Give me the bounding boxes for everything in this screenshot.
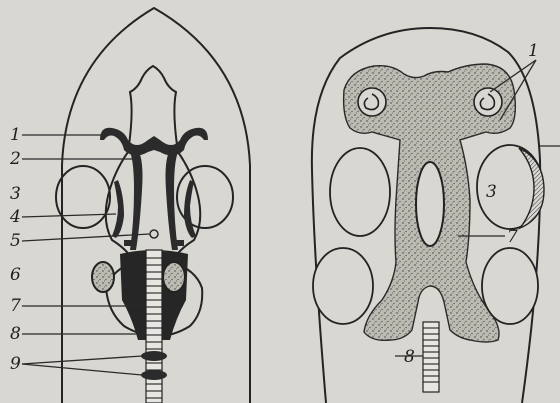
right-orbit-left-bottom bbox=[313, 248, 373, 324]
left-auditory-capsule-right bbox=[163, 262, 185, 292]
left-notochord bbox=[146, 250, 162, 403]
left-vertebra-lower bbox=[141, 370, 167, 380]
left-auditory-capsule-left bbox=[92, 262, 114, 292]
right-nasal-capsule-left bbox=[358, 88, 386, 116]
left-label-8: 8 bbox=[10, 324, 21, 344]
left-vertebra-upper bbox=[141, 351, 167, 361]
right-label-1: 1 bbox=[528, 41, 539, 61]
right-nasal-capsule-right bbox=[474, 88, 502, 116]
left-label-7: 7 bbox=[10, 296, 21, 316]
right-label-3: 3 bbox=[486, 182, 497, 202]
left-label-4: 4 bbox=[9, 207, 21, 227]
left-label-2: 2 bbox=[9, 149, 21, 169]
right-orbit-left-top bbox=[330, 148, 390, 236]
right-label-7: 7 bbox=[507, 227, 518, 247]
left-label-3: 3 bbox=[10, 184, 21, 204]
right-orbit-right-bottom bbox=[482, 248, 538, 324]
right-label-8: 8 bbox=[404, 347, 415, 367]
right-central-fenestra bbox=[416, 162, 444, 246]
left-label-5: 5 bbox=[10, 231, 21, 251]
left-label-6: 6 bbox=[10, 265, 21, 285]
left-label-1: 1 bbox=[10, 125, 21, 145]
left-label-9: 9 bbox=[10, 354, 21, 374]
